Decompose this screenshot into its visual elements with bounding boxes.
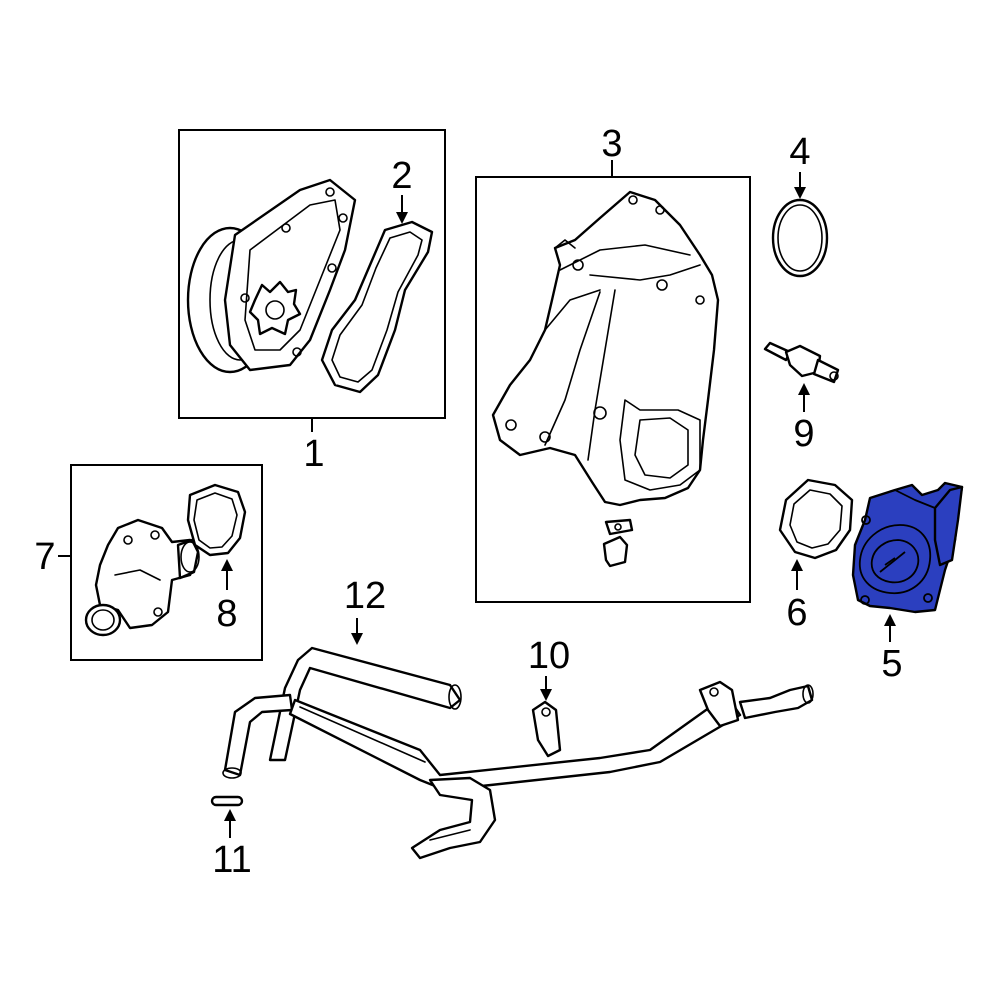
coolant-pipe-part[interactable] xyxy=(222,646,814,860)
temperature-sensor-part[interactable] xyxy=(763,341,840,384)
callout-10: 10 xyxy=(528,635,570,677)
callout-3: 3 xyxy=(601,123,622,165)
water-pump-part[interactable] xyxy=(186,178,357,374)
thermostat-housing-part[interactable] xyxy=(84,518,200,637)
callout-7: 7 xyxy=(34,536,55,578)
water-pump-gasket-part[interactable] xyxy=(320,220,434,394)
thermostat-housing-highlighted-part[interactable] xyxy=(851,481,964,614)
o-ring-part[interactable] xyxy=(771,198,829,278)
callout-11: 11 xyxy=(212,839,251,881)
thermostat-gasket-part[interactable] xyxy=(778,478,854,560)
callout-4: 4 xyxy=(789,131,810,173)
water-outlet-housing-part[interactable] xyxy=(491,190,720,507)
callout-5: 5 xyxy=(881,643,902,685)
callout-12: 12 xyxy=(344,575,386,617)
callout-1: 1 xyxy=(303,433,324,475)
callout-8: 8 xyxy=(216,593,237,635)
pipe-o-ring-part[interactable] xyxy=(210,795,244,807)
thermostat-seal-part[interactable] xyxy=(186,483,247,557)
callout-6: 6 xyxy=(786,592,807,634)
group-box-7 xyxy=(70,464,263,661)
callout-2: 2 xyxy=(391,155,412,197)
callout-9: 9 xyxy=(793,413,814,455)
callout-leaders xyxy=(58,160,896,838)
housing-small-fitting-part[interactable] xyxy=(602,518,634,568)
